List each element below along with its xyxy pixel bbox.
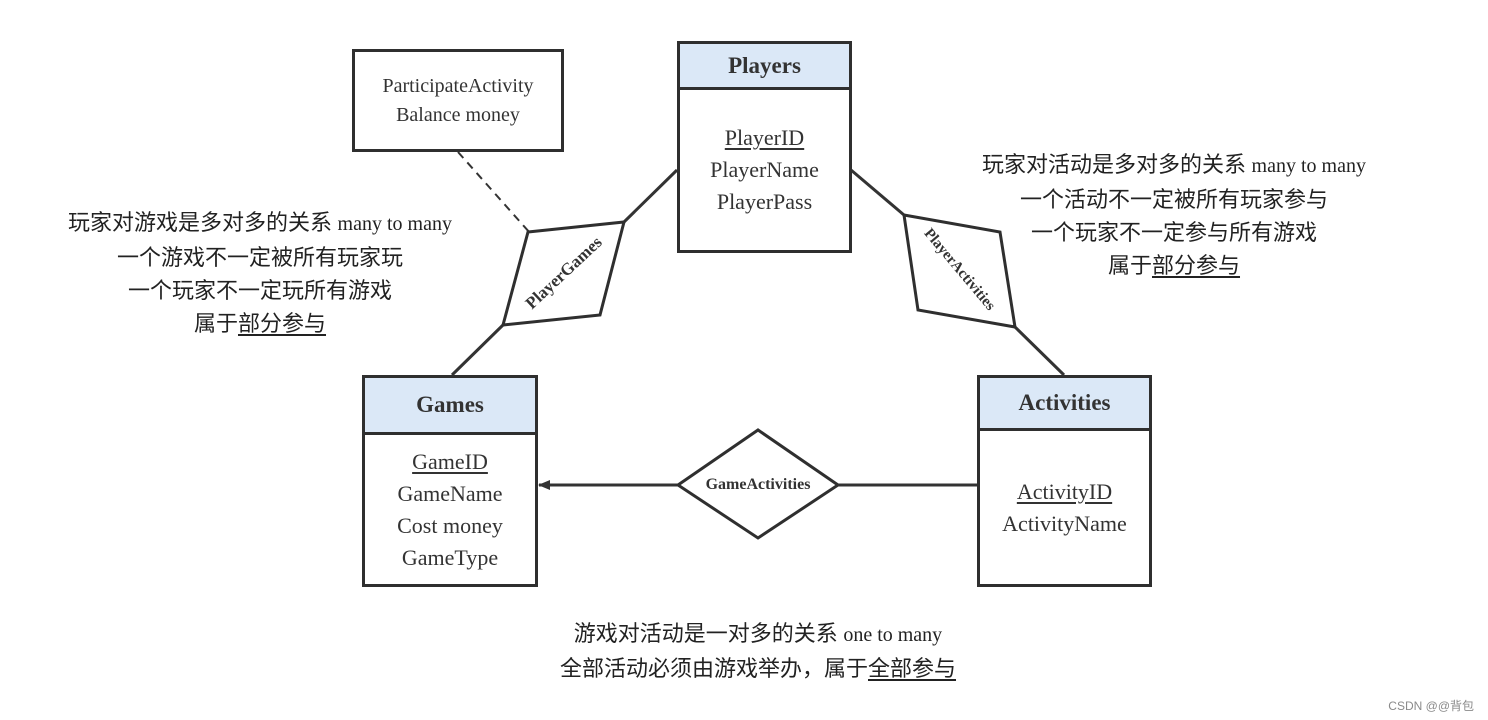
- entity-players-title: Players: [680, 44, 849, 90]
- entity-activities: Activities ActivityID ActivityName: [977, 375, 1152, 587]
- attribute: ActivityName: [1002, 510, 1127, 536]
- note-underlined: 全部参与: [868, 656, 957, 681]
- attribute: Cost money: [397, 512, 503, 538]
- entity-activities-title: Activities: [980, 378, 1149, 431]
- attribute-primary-key: GameID: [412, 448, 488, 474]
- note-underlined: 部分参与: [1151, 253, 1241, 278]
- note-line: 一个游戏不一定被所有玩家玩: [116, 245, 404, 270]
- note-line: 属于: [1107, 253, 1152, 278]
- line-playergames-games: [450, 323, 505, 377]
- note-players-activities: 玩家对活动是多对多的关系 many to many 一个活动不一定被所有玩家参与…: [982, 148, 1366, 282]
- note-line-en: one to many: [843, 624, 943, 646]
- note-line: 玩家对活动是多对多的关系: [982, 152, 1247, 177]
- note-games-activities: 游戏对活动是一对多的关系 one to many 全部活动必须由游戏举办，属于全…: [560, 617, 956, 685]
- note-line: 游戏对活动是一对多的关系: [573, 621, 838, 646]
- watermark: CSDN @@背包: [1388, 699, 1474, 713]
- attribute: PlayerName: [710, 157, 819, 182]
- attribute: GameName: [397, 480, 503, 506]
- entity-players: Players PlayerID PlayerName PlayerPass: [677, 41, 852, 253]
- attribute-primary-key: PlayerID: [724, 125, 805, 150]
- diamond-playeractivities: [902, 213, 1017, 329]
- attribute: PlayerPass: [716, 189, 813, 214]
- attribute-balance-money: Balance money: [396, 103, 520, 126]
- attribute-primary-key: ActivityID: [1016, 478, 1113, 504]
- entity-players-attributes: PlayerID PlayerName PlayerPass: [680, 90, 849, 250]
- note-line: 玩家对游戏是多对多的关系: [68, 210, 333, 235]
- attribute-participate-activity: ParticipateActivity: [382, 74, 534, 97]
- entity-games: Games GameID GameName Cost money GameTyp…: [362, 375, 538, 587]
- note-line: 属于: [193, 311, 238, 336]
- entity-games-title: Games: [365, 378, 535, 435]
- entity-games-attributes: GameID GameName Cost money GameType: [365, 435, 535, 584]
- line-playeractivities-activities: [1013, 325, 1066, 377]
- line-players-playergames: [622, 168, 679, 224]
- note-line: 一个玩家不一定玩所有游戏: [127, 278, 393, 303]
- note-line: 一个玩家不一定参与所有游戏: [1030, 220, 1318, 245]
- line-players-playeractivities: [850, 168, 905, 217]
- relationship-attribute-box: ParticipateActivity Balance money: [352, 49, 564, 152]
- attribute: GameType: [401, 544, 499, 570]
- note-players-games: 玩家对游戏是多对多的关系 many to many 一个游戏不一定被所有玩家玩 …: [68, 206, 452, 340]
- diamond-gameactivities: [675, 428, 841, 540]
- entity-activities-attributes: ActivityID ActivityName: [980, 431, 1149, 584]
- note-underlined: 部分参与: [237, 311, 327, 336]
- diamond-playergames: [500, 220, 626, 327]
- note-line-en: many to many: [337, 213, 452, 235]
- note-line: 一个活动不一定被所有玩家参与: [1019, 187, 1329, 212]
- dashed-line-attribute: [457, 151, 531, 234]
- note-line-en: many to many: [1251, 155, 1366, 177]
- note-line: 全部活动必须由游戏举办，属于: [559, 656, 868, 681]
- relationship-label-gameactivities: GameActivities: [705, 476, 811, 493]
